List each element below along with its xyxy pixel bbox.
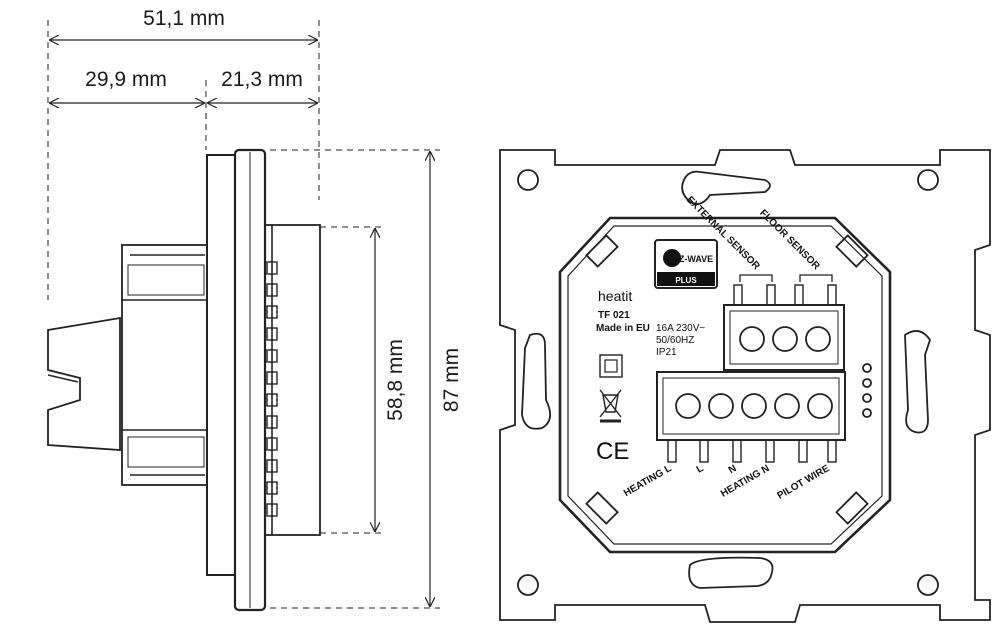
- weee-bin-icon: [599, 389, 622, 423]
- zwave-logo-text: Z-WAVE: [679, 254, 713, 264]
- side-rear-body: [121, 244, 208, 486]
- rating-line-2: 50/60HZ: [656, 335, 694, 346]
- keyhole-slot-left: [521, 332, 552, 430]
- label-l: L: [695, 463, 706, 476]
- device-body: [558, 216, 892, 554]
- corner-hole: [917, 169, 939, 191]
- keyhole-slot-right: [904, 330, 931, 434]
- rating-line-1: 16A 230V~: [656, 323, 705, 334]
- double-insulation-icon: [599, 354, 623, 378]
- corner-clip: [835, 491, 869, 525]
- rating-line-3: IP21: [656, 347, 677, 358]
- keyhole-slot-bottom: [688, 556, 774, 589]
- corner-clip: [585, 234, 619, 268]
- side-front-cover: [264, 224, 321, 536]
- rear-view: [499, 149, 991, 623]
- ce-mark: CE: [596, 438, 629, 465]
- label-heating-l: HEATING L: [622, 463, 674, 499]
- zwave-plus-text: PLUS: [675, 276, 697, 285]
- dim-total-height: 87 mm: [440, 348, 463, 412]
- model-number: TF 021: [598, 310, 630, 321]
- dim-inner-height: 58,8 mm: [384, 339, 407, 421]
- side-frame: [206, 154, 236, 576]
- side-view: [47, 20, 440, 612]
- mounting-plate: [499, 149, 991, 623]
- power-terminal-block: [656, 371, 846, 441]
- corner-hole: [517, 574, 539, 596]
- brand-name: heatit: [598, 288, 632, 304]
- side-connector: [47, 316, 121, 451]
- keyhole-slot-top: [681, 170, 771, 205]
- zwave-logo: [654, 239, 718, 289]
- sensor-terminal-block: [723, 304, 845, 371]
- corner-hole: [517, 169, 539, 191]
- corner-clip: [835, 234, 869, 268]
- corner-hole: [917, 574, 939, 596]
- made-in: Made in EU: [596, 323, 650, 334]
- dim-rear-depth: 21,3 mm: [221, 68, 303, 91]
- dim-total-depth: 51,1 mm: [143, 7, 225, 30]
- dim-front-depth: 29,9 mm: [85, 68, 167, 91]
- label-n: N: [727, 463, 739, 476]
- corner-clip: [585, 491, 619, 525]
- label-pilot-wire: PILOT WIRE: [775, 463, 831, 502]
